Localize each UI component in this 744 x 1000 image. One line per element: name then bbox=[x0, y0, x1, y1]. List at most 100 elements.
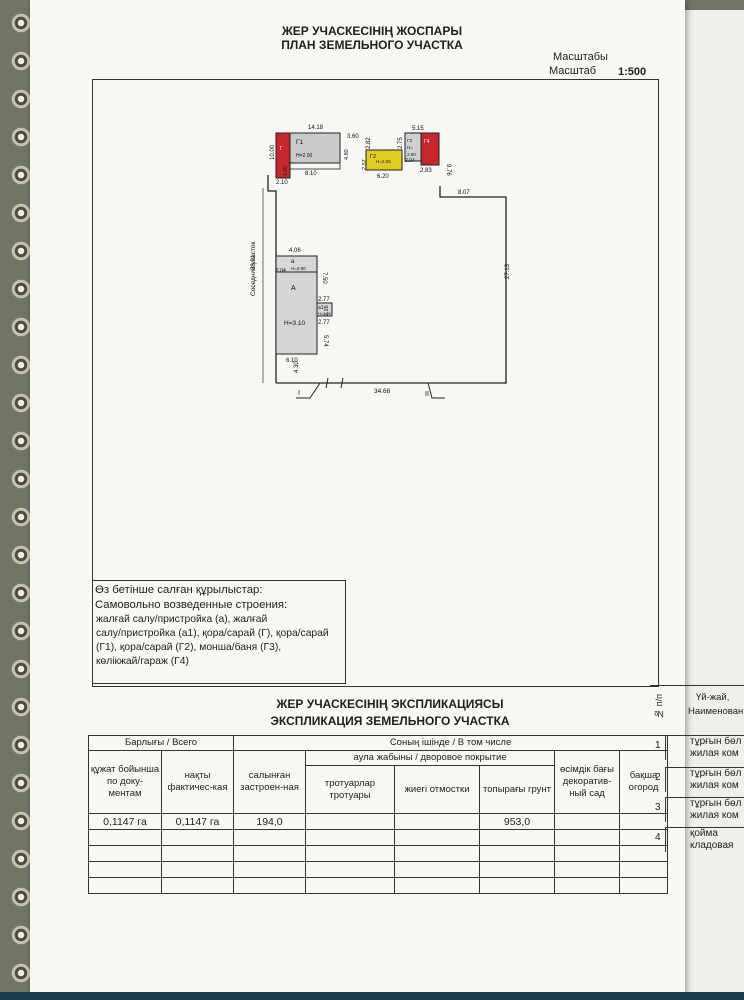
dim-2-04: 2.04 bbox=[405, 158, 415, 164]
dim-5-74: 5.74 bbox=[322, 335, 328, 347]
header-orchard: бақша огород bbox=[619, 750, 669, 814]
row-name-kz: тұрғын бөл bbox=[690, 768, 742, 779]
header-fact: нақты фактичес-кая bbox=[160, 750, 235, 814]
table-row bbox=[88, 877, 669, 894]
scale-label-kz: Масштабы bbox=[553, 51, 608, 63]
list-item: 4 қойма кладовая bbox=[655, 827, 744, 852]
dim-4-06: 4.06 bbox=[289, 248, 301, 254]
header-soil: топырағы грунт bbox=[479, 765, 556, 814]
dim-38-21: 38.21 bbox=[251, 254, 257, 270]
row-number: 2 bbox=[655, 772, 661, 783]
building-g4 bbox=[420, 132, 440, 166]
note-body-3: (Г1), қора/сарай (Г2), монша/баня (Г3), bbox=[96, 642, 282, 654]
dim-4-30: 4.30 bbox=[294, 361, 300, 373]
row-name-ru: жилая ком bbox=[690, 748, 739, 759]
dim-2-10: 2.10 bbox=[276, 180, 288, 186]
label-a-height: Н=2.90 bbox=[291, 266, 306, 271]
row-name-kz: қойма bbox=[690, 828, 718, 839]
building-a1 bbox=[316, 302, 333, 317]
dim-2-26: 2.26 bbox=[324, 305, 330, 316]
scale-value: 1:500 bbox=[618, 66, 647, 78]
label-g4: Г4 bbox=[424, 139, 430, 145]
boundary-east bbox=[276, 186, 507, 384]
label-g2-height: Н=2.00 bbox=[376, 159, 391, 164]
label-main-height: Н=3.10 bbox=[284, 320, 306, 327]
plan-title-ru: ПЛАН ЗЕМЕЛЬНОГО УЧАСТКА bbox=[281, 38, 463, 52]
header-blind-area: жиегі отмостки bbox=[394, 765, 481, 814]
dim-2-75: 2.75 bbox=[398, 137, 404, 149]
building-g2 bbox=[365, 149, 403, 171]
bottom-edge bbox=[0, 992, 744, 1000]
plan-title-kz: ЖЕР УЧАСКЕСІНІҢ ЖОСПАРЫ bbox=[281, 24, 463, 38]
note-body: жалғай салу/пристройка (а), жалғай салу/… bbox=[95, 613, 345, 669]
row-name-ru: кладовая bbox=[690, 840, 734, 851]
cell-fact: 0,1147 га bbox=[160, 813, 235, 830]
label-main-A: А bbox=[291, 285, 296, 292]
label-g3-height: Н= bbox=[407, 145, 413, 150]
header-garden: өсімдік бағы декоратив- ный сад bbox=[554, 750, 621, 814]
dim-2-77-b: 2.77 bbox=[318, 320, 330, 326]
dim-2-00: 2.00 bbox=[407, 152, 416, 157]
dim-8-10: 8.10 bbox=[305, 171, 317, 177]
building-g1 bbox=[289, 132, 341, 164]
explication-table: Барлығы / Всего Соның ішінде / В том чис… bbox=[87, 735, 669, 894]
dim-14-18: 14.18 bbox=[308, 125, 324, 131]
note-body-4: көлікжай/гараж (Г4) bbox=[96, 656, 189, 668]
cell-soil: 953,0 bbox=[479, 813, 556, 830]
boundary-west bbox=[267, 175, 277, 383]
header-sidewalk: тротуарлар тротуары bbox=[305, 765, 396, 814]
dim-34-68: 34.68 bbox=[374, 388, 391, 395]
label-a1-height: Н=2.90 bbox=[318, 311, 332, 316]
dim-1-60: 1.60 bbox=[283, 166, 289, 176]
side-table-header: № п/п Үй-жай, Наименован bbox=[650, 685, 744, 736]
dim-4-80: 4.80 bbox=[344, 149, 350, 160]
side-header-number: № п/п bbox=[654, 694, 664, 719]
dim-27-13: 27.13 bbox=[505, 263, 511, 279]
label-g2: Г2 bbox=[370, 154, 376, 160]
cell-doc: 0,1147 га bbox=[88, 813, 162, 830]
explication-title-kz: ЖЕР УЧАСКЕСІНІҢ ЭКСПЛИКАЦИЯСЫ bbox=[276, 697, 504, 711]
note-body-2: салу/пристройка (а1), қора/сарай (Г), қо… bbox=[96, 628, 329, 640]
header-doc: құжат бойынша по доку- ментам bbox=[88, 750, 162, 814]
list-item: 2 тұрғын бөл жилая ком bbox=[655, 767, 744, 792]
building-main-a bbox=[275, 271, 318, 355]
notes-box bbox=[92, 580, 346, 684]
dim-6-20: 6.20 bbox=[377, 174, 389, 180]
note-line-kz: Өз бетінше салған құрылыстар: bbox=[95, 584, 263, 596]
neighbor-plot-label: Соседний участок bbox=[249, 241, 257, 296]
side-header-name-kz: Үй-жай, bbox=[696, 692, 730, 703]
header-built: салынған застроен-ная bbox=[233, 750, 307, 814]
table-row bbox=[88, 861, 669, 878]
header-courtyard: аула жабыны / дворовое покрытие bbox=[305, 750, 556, 766]
label-roman-2: II bbox=[425, 391, 429, 398]
dim-10-00: 10.00 bbox=[270, 144, 276, 160]
row-number: 4 bbox=[655, 832, 661, 843]
dim-2-57: 2.57 bbox=[362, 159, 368, 170]
list-item: 3 тұрғын бөл жилая ком bbox=[655, 797, 744, 822]
cell-built: 194,0 bbox=[233, 813, 307, 830]
list-item: 1 тұрғын бөл жилая ком bbox=[655, 735, 744, 760]
row-number: 3 bbox=[655, 802, 661, 813]
note-body-1: жалғай салу/пристройка (а), жалғай bbox=[96, 614, 268, 626]
table-row: 0,1147 га 0,1147 га 194,0 953,0 bbox=[88, 813, 669, 830]
row-number: 1 bbox=[655, 740, 661, 751]
header-total: Барлығы / Всего bbox=[87, 735, 235, 751]
row-name-ru: жилая ком bbox=[690, 780, 739, 791]
dim-9-76: 9.76 bbox=[445, 164, 451, 176]
dim-5-15: 5.15 bbox=[412, 126, 424, 132]
label-g3: Г3 bbox=[407, 138, 412, 143]
dim-2-83: 2.83 bbox=[420, 168, 432, 174]
label-a: а bbox=[291, 259, 295, 265]
dim-6-10: 6.10 bbox=[286, 358, 298, 364]
scale-label-ru: Масштаб bbox=[549, 65, 597, 77]
table-row bbox=[88, 845, 669, 862]
row-name-ru: жилая ком bbox=[690, 810, 739, 821]
table-row bbox=[88, 829, 669, 846]
side-header-name-ru: Наименован bbox=[688, 706, 744, 717]
gate-tick-2 bbox=[340, 377, 344, 389]
label-roman-1: I bbox=[298, 390, 300, 397]
label-a1: а1 bbox=[318, 305, 324, 311]
row-name-kz: тұрғын бөл bbox=[690, 798, 742, 809]
building-g1-annex bbox=[289, 162, 341, 170]
